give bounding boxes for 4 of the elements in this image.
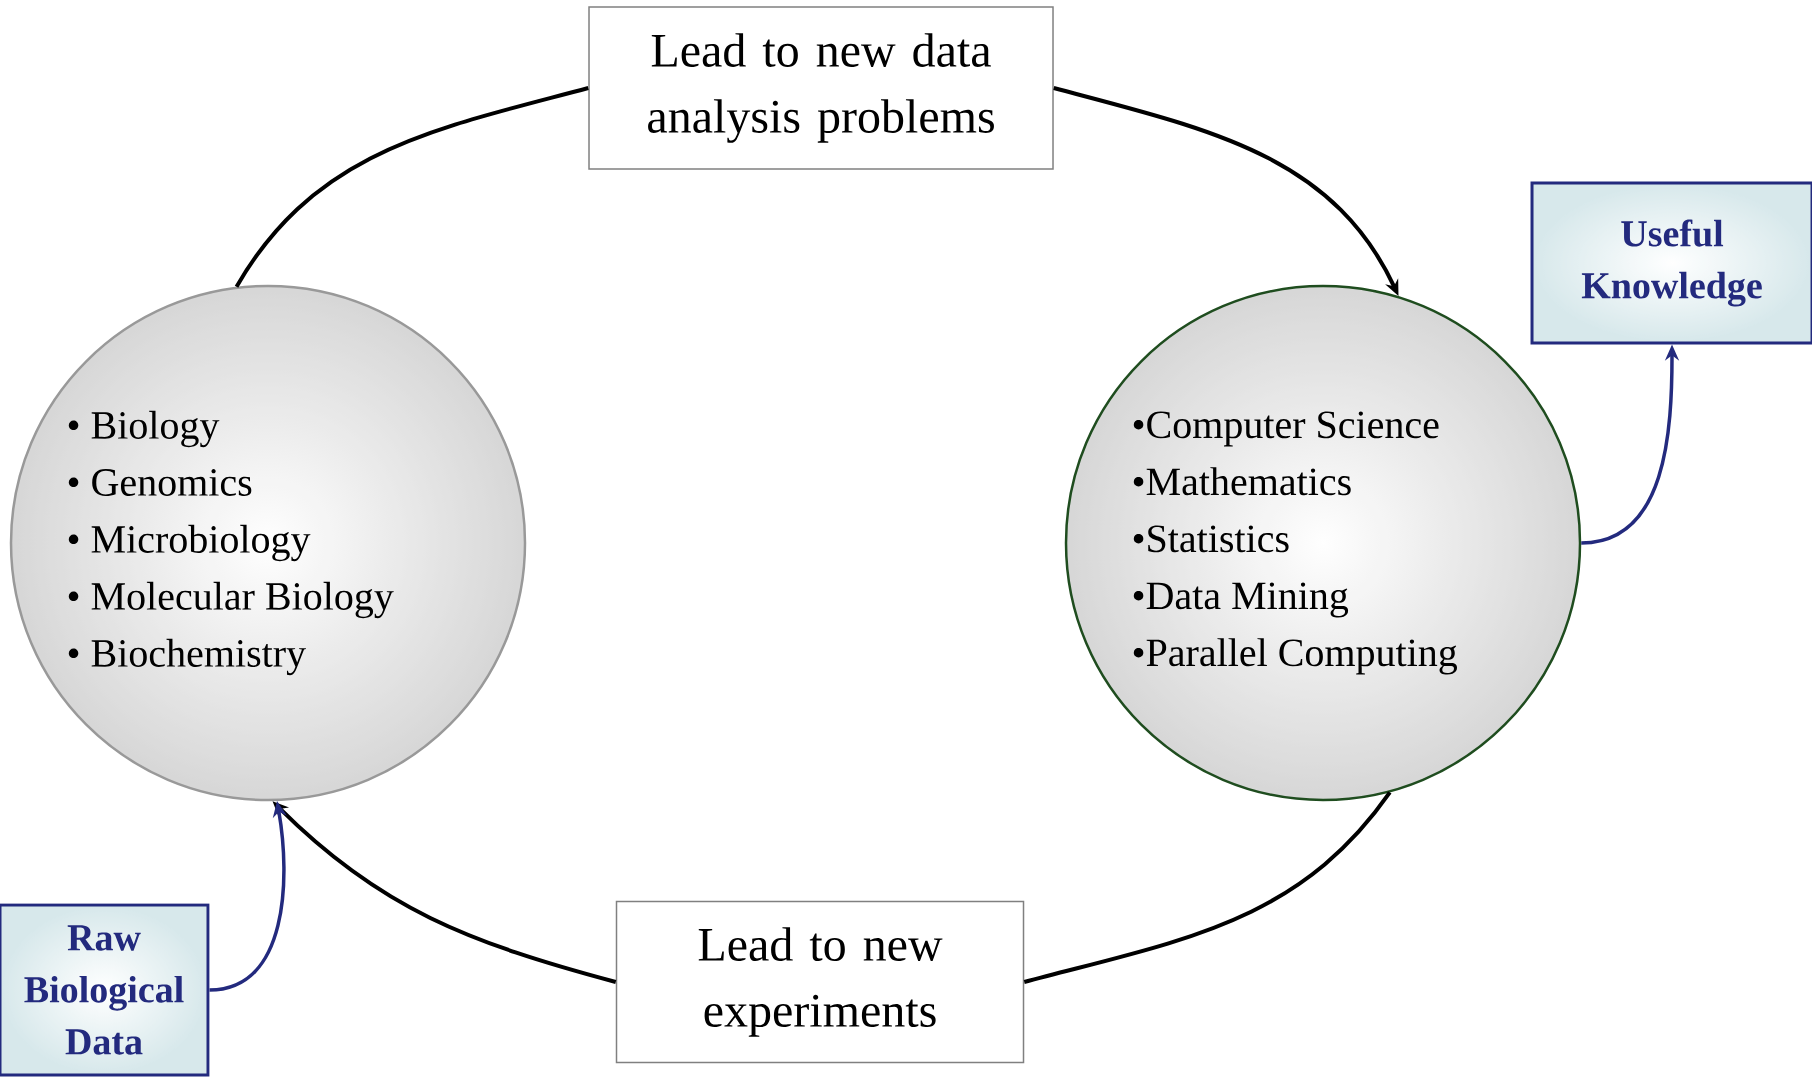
text-box: Lead to new experiments (615, 900, 1025, 1064)
text-box: Lead to new data analysis problems (588, 6, 1054, 170)
text-box: Raw Biological Data (0, 903, 210, 1077)
text-box: Useful Knowledge (1530, 181, 1812, 345)
